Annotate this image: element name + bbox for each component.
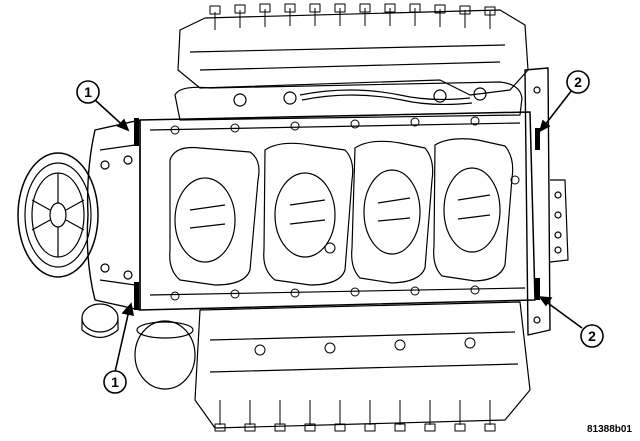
svg-text:2: 2 [588, 328, 596, 344]
lower-cylinder-head [194, 301, 531, 432]
svg-text:2: 2 [574, 74, 582, 90]
front-timing-cover [86, 119, 141, 311]
callout-2-upper: 2 [566, 70, 590, 94]
seal-mark-rear-lower [535, 278, 540, 300]
callout-1-lower: 1 [103, 370, 127, 394]
callout-2-lower: 2 [580, 324, 604, 348]
seal-mark-rear-upper [535, 128, 540, 150]
crankshaft-pulley [17, 152, 99, 278]
rear-cover-plate [524, 67, 569, 336]
seal-mark-front-upper [134, 118, 139, 146]
seal-mark-front-lower [134, 282, 139, 310]
figure-id: 81388b01 [586, 424, 632, 435]
svg-text:1: 1 [84, 84, 92, 100]
callout-1-upper: 1 [76, 80, 100, 104]
leader-line-1-lower [114, 305, 131, 373]
svg-text:1: 1 [111, 374, 119, 390]
upper-cylinder-head [174, 3, 529, 121]
engine-block [139, 111, 536, 311]
oil-filter [81, 303, 196, 390]
